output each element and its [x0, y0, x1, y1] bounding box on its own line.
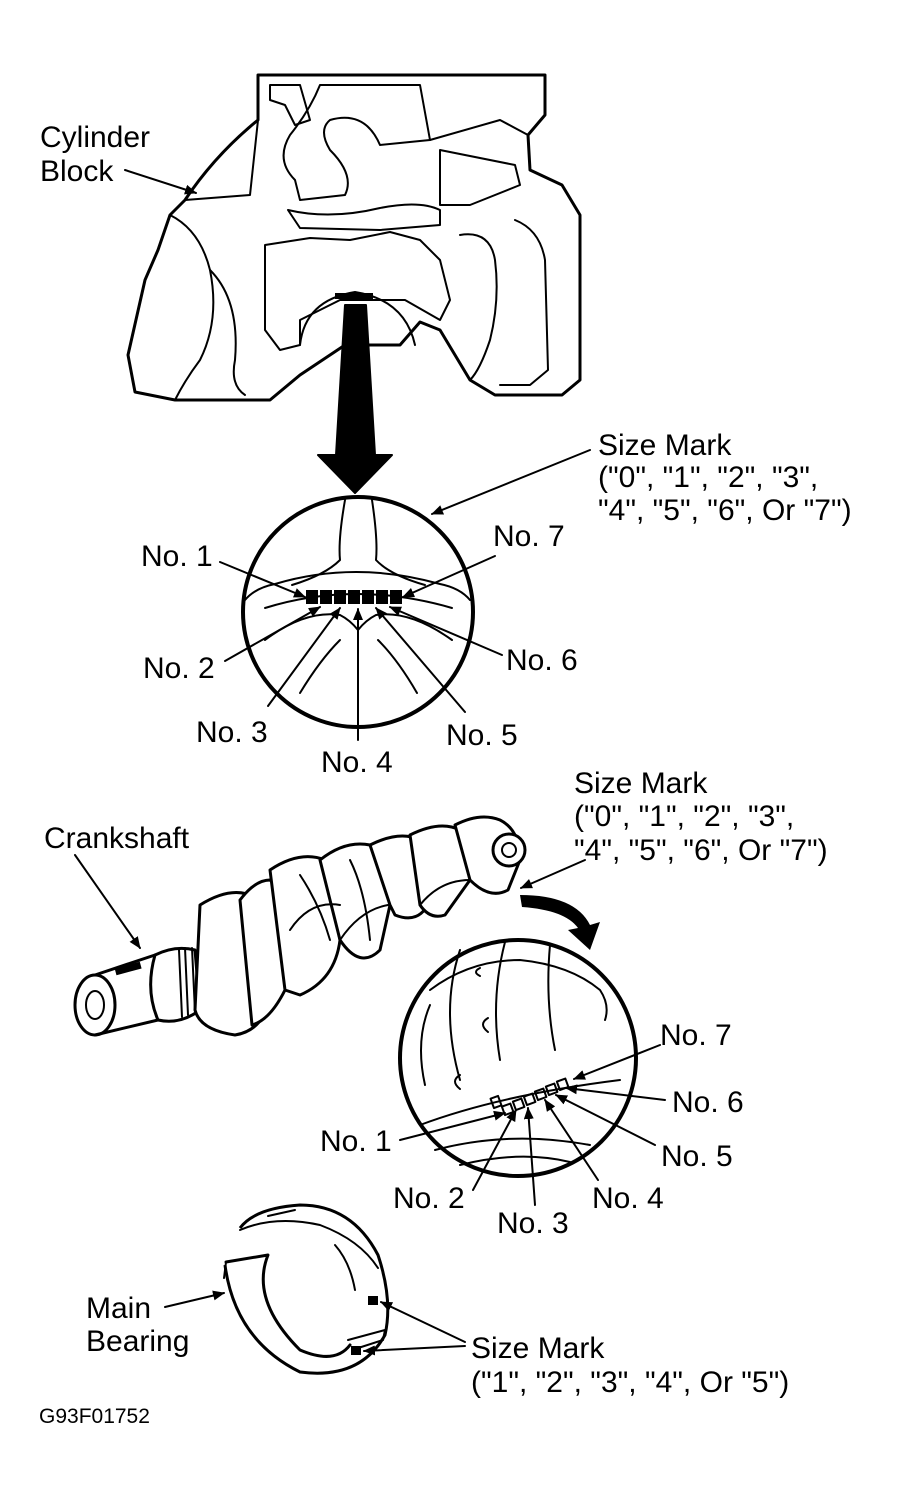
crank-no5-leader	[555, 1094, 656, 1146]
block-no3-label: No. 3	[196, 716, 268, 749]
crankshaft-leader	[74, 854, 141, 949]
cylinder-block-label-line1: Cylinder	[40, 121, 150, 154]
bearing-size-mark-values: ("1", "2", "3", "4", Or "5")	[471, 1366, 789, 1399]
crank-no3-label: No. 3	[497, 1207, 569, 1240]
main-bearing-label-line1: Main	[86, 1292, 151, 1325]
crank-no1-label: No. 1	[320, 1125, 392, 1158]
block-no1-label: No. 1	[141, 540, 213, 573]
crank-size-mark-title: Size Mark	[574, 767, 708, 800]
crank-no7-label: No. 7	[660, 1019, 732, 1052]
block-no2-label: No. 2	[143, 652, 215, 685]
cylinder-block-leader	[124, 169, 197, 195]
block-size-mark-values-line1: ("0", "1", "2", "3",	[598, 461, 818, 494]
main-bearing-illustration	[223, 1203, 390, 1375]
block-no7-label: No. 7	[493, 520, 565, 553]
crank-size-mark-values-line1: ("0", "1", "2", "3",	[574, 800, 794, 833]
crank-no4-leader	[544, 1099, 599, 1181]
crank-no7-leader	[573, 1044, 661, 1080]
crank-no6-leader	[565, 1084, 666, 1101]
crankshaft-illustration	[73, 815, 527, 1037]
crank-size-mark-leader	[520, 859, 586, 889]
block-size-mark-codes	[306, 590, 402, 604]
bearing-size-mark-leader-lower	[363, 1345, 466, 1356]
crank-detail-view	[398, 938, 638, 1178]
bearing-size-mark-title: Size Mark	[471, 1332, 605, 1365]
block-no4-label: No. 4	[321, 746, 393, 779]
block-no6-leader	[389, 606, 503, 656]
crank-zoom-arrow	[520, 895, 600, 950]
block-no5-label: No. 5	[446, 719, 518, 752]
crank-no2-leader	[472, 1109, 517, 1191]
main-bearing-label-line2: Bearing	[86, 1325, 189, 1358]
crank-no1-leader	[399, 1110, 506, 1141]
block-no7-leader	[402, 555, 496, 598]
block-size-mark-values-line2: "4", "5", "6", Or "7")	[598, 494, 852, 527]
block-size-mark-leader	[431, 449, 591, 515]
block-no3-leader	[267, 607, 341, 707]
crank-no2-label: No. 2	[393, 1182, 465, 1215]
crank-no6-label: No. 6	[672, 1086, 744, 1119]
block-no2-leader	[224, 606, 321, 662]
block-no5-leader	[375, 607, 466, 713]
block-size-mark-title: Size Mark	[598, 429, 732, 462]
crank-no3-leader	[523, 1107, 536, 1206]
figure-code: G93F01752	[39, 1405, 150, 1428]
cylinder-block-label-line2: Block	[40, 155, 114, 188]
crank-size-mark-codes	[489, 1077, 570, 1117]
crank-no4-label: No. 4	[592, 1182, 664, 1215]
block-no6-label: No. 6	[506, 644, 578, 677]
cylinder-block-illustration	[126, 73, 582, 402]
main-bearing-leader	[164, 1290, 225, 1308]
crank-no5-label: No. 5	[661, 1140, 733, 1173]
crank-size-mark-values-line2: "4", "5", "6", Or "7")	[574, 834, 828, 867]
block-no1-leader	[219, 561, 306, 598]
bearing-size-mark-leader-upper	[380, 1301, 466, 1343]
crankshaft-label: Crankshaft	[44, 822, 190, 855]
block-zoom-arrow	[317, 304, 393, 494]
